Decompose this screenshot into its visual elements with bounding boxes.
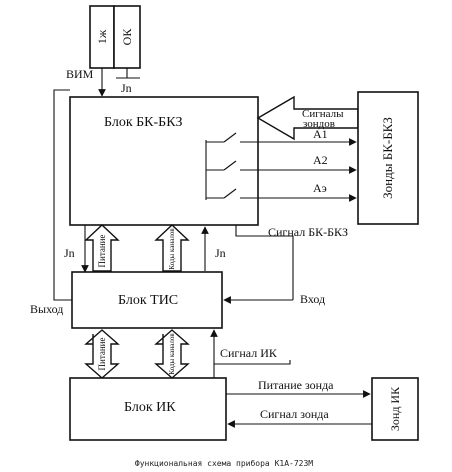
input-label: Вход bbox=[300, 292, 325, 306]
channel-codes-upper-arrow: Коды каналов bbox=[154, 224, 190, 272]
vim-label: ВИМ bbox=[66, 67, 94, 81]
sonde-signals-arrow: Сигналы зондов bbox=[256, 95, 359, 141]
block-tis-label: Блок ТИС bbox=[118, 293, 178, 308]
sonde-signals-label-1: Сигналы bbox=[302, 108, 344, 120]
a3-label: Aэ bbox=[313, 181, 327, 195]
block-sonde-ik: Зонд ИК bbox=[371, 377, 419, 441]
switch-a1 bbox=[206, 132, 357, 146]
power-upper-label: Питание bbox=[97, 235, 107, 268]
block-ik-label: Блок ИК bbox=[124, 400, 176, 415]
power-upper-arrow: Питание bbox=[84, 224, 120, 272]
sonde-signals-label-2: зондов bbox=[303, 118, 335, 130]
output-label: Выход bbox=[30, 302, 63, 316]
a1-label: A1 bbox=[313, 127, 328, 141]
top-box-ok-label: ОК bbox=[120, 28, 134, 46]
jn-left-label: Jn bbox=[64, 246, 75, 260]
top-box-1zh-label: 1ж bbox=[95, 29, 109, 44]
switch-a3 bbox=[206, 188, 357, 202]
block-sonde-ik-label: Зонд ИК bbox=[388, 386, 402, 431]
caption: Функциональная схема прибора К1А-723М bbox=[135, 458, 313, 468]
block-tis: Блок ТИС bbox=[71, 271, 223, 329]
sonde-power-label: Питание зонда bbox=[258, 378, 334, 392]
channel-codes-lower-label: Коды каналов bbox=[168, 333, 176, 375]
signal-bk-bkz-line bbox=[235, 225, 294, 300]
jn-top-label: Jn bbox=[121, 81, 132, 95]
switch-a2 bbox=[206, 160, 357, 174]
power-lower-label: Питание bbox=[97, 338, 107, 371]
signal-ik-line bbox=[213, 360, 291, 378]
top-box-ok: ОК bbox=[113, 5, 141, 69]
channel-codes-lower-arrow: Коды каналов bbox=[154, 329, 190, 379]
block-sondes-bkz-label: Зонды БК-БКЗ bbox=[380, 117, 395, 199]
sonde-signal-label: Сигнал зонда bbox=[260, 407, 329, 421]
block-sondes-bkz: Зонды БК-БКЗ bbox=[357, 91, 419, 225]
jn-right-label: Jn bbox=[215, 246, 226, 260]
channel-codes-upper-label: Коды каналов bbox=[168, 228, 176, 270]
signal-bk-bkz-label: Сигнал БК-БКЗ bbox=[268, 225, 348, 239]
a2-label: A2 bbox=[313, 153, 328, 167]
top-box-1zh: 1ж bbox=[89, 5, 115, 69]
block-ik: Блок ИК bbox=[69, 377, 227, 441]
block-bk-bkz-label: Блок БК-БКЗ bbox=[104, 115, 183, 130]
power-lower-arrow: Питание bbox=[84, 329, 120, 379]
signal-ik-label: Сигнал ИК bbox=[220, 346, 278, 360]
block-bk-bkz: Блок БК-БКЗ bbox=[69, 96, 259, 226]
output-line bbox=[53, 89, 72, 301]
